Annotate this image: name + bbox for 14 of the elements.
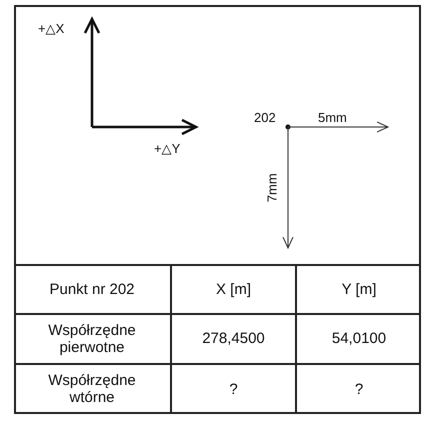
- point-label: 202: [254, 109, 276, 127]
- table-cell: ?: [172, 364, 297, 414]
- table-cell: Współrzędne wtórne: [14, 364, 172, 414]
- table-cell: Współrzędne pierwotne: [14, 315, 172, 365]
- axis-label: +△Y: [154, 140, 180, 158]
- axis-label: +△X: [38, 20, 64, 38]
- table-cell: 278,4500: [172, 315, 297, 365]
- table-cell: Y [m]: [297, 266, 421, 316]
- table-cell: 54,0100: [297, 315, 421, 365]
- dimension-label: 5mm: [318, 109, 347, 127]
- table-cell: Punkt nr 202: [14, 266, 172, 316]
- table-cell-text: ?: [354, 380, 364, 400]
- table-cell: X [m]: [172, 266, 297, 316]
- dimension-label: 7mm: [264, 173, 281, 202]
